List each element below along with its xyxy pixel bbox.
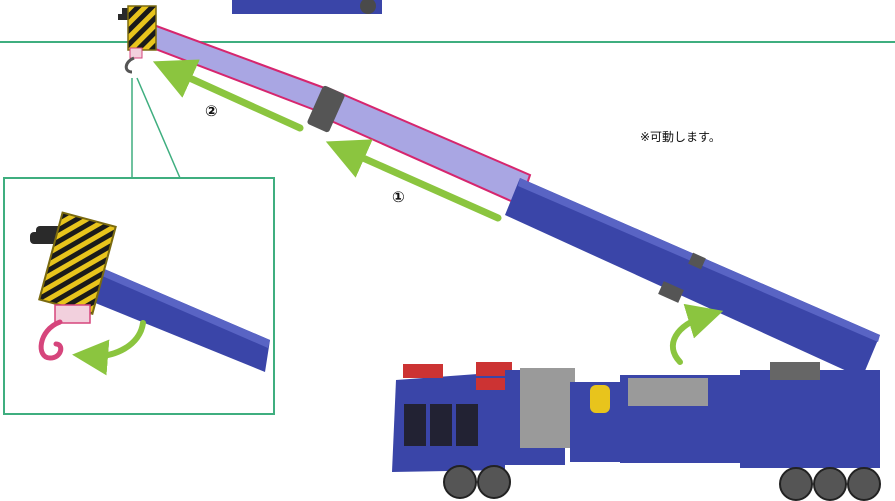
boom-collar [307, 85, 345, 133]
arrow-step-2 [152, 59, 304, 132]
top-truck-fragment [232, 0, 382, 14]
pivot-curved-arrow-icon [669, 303, 724, 365]
movable-note: ※可動します。 [640, 130, 721, 144]
boom-base [505, 178, 880, 378]
crane-truck-body [392, 362, 880, 472]
top-hook-block-icon [118, 5, 157, 74]
step-1-label: ① [392, 188, 405, 206]
inset-hook-block [30, 211, 117, 324]
truck-wheels [443, 465, 881, 501]
arrow-step-1 [325, 139, 502, 222]
inset-hook-icon [38, 319, 64, 361]
inset-curved-arrow-icon [72, 320, 146, 376]
inset-boom [88, 265, 270, 372]
callout-lines [131, 77, 181, 179]
step-2-label: ② [205, 102, 218, 120]
